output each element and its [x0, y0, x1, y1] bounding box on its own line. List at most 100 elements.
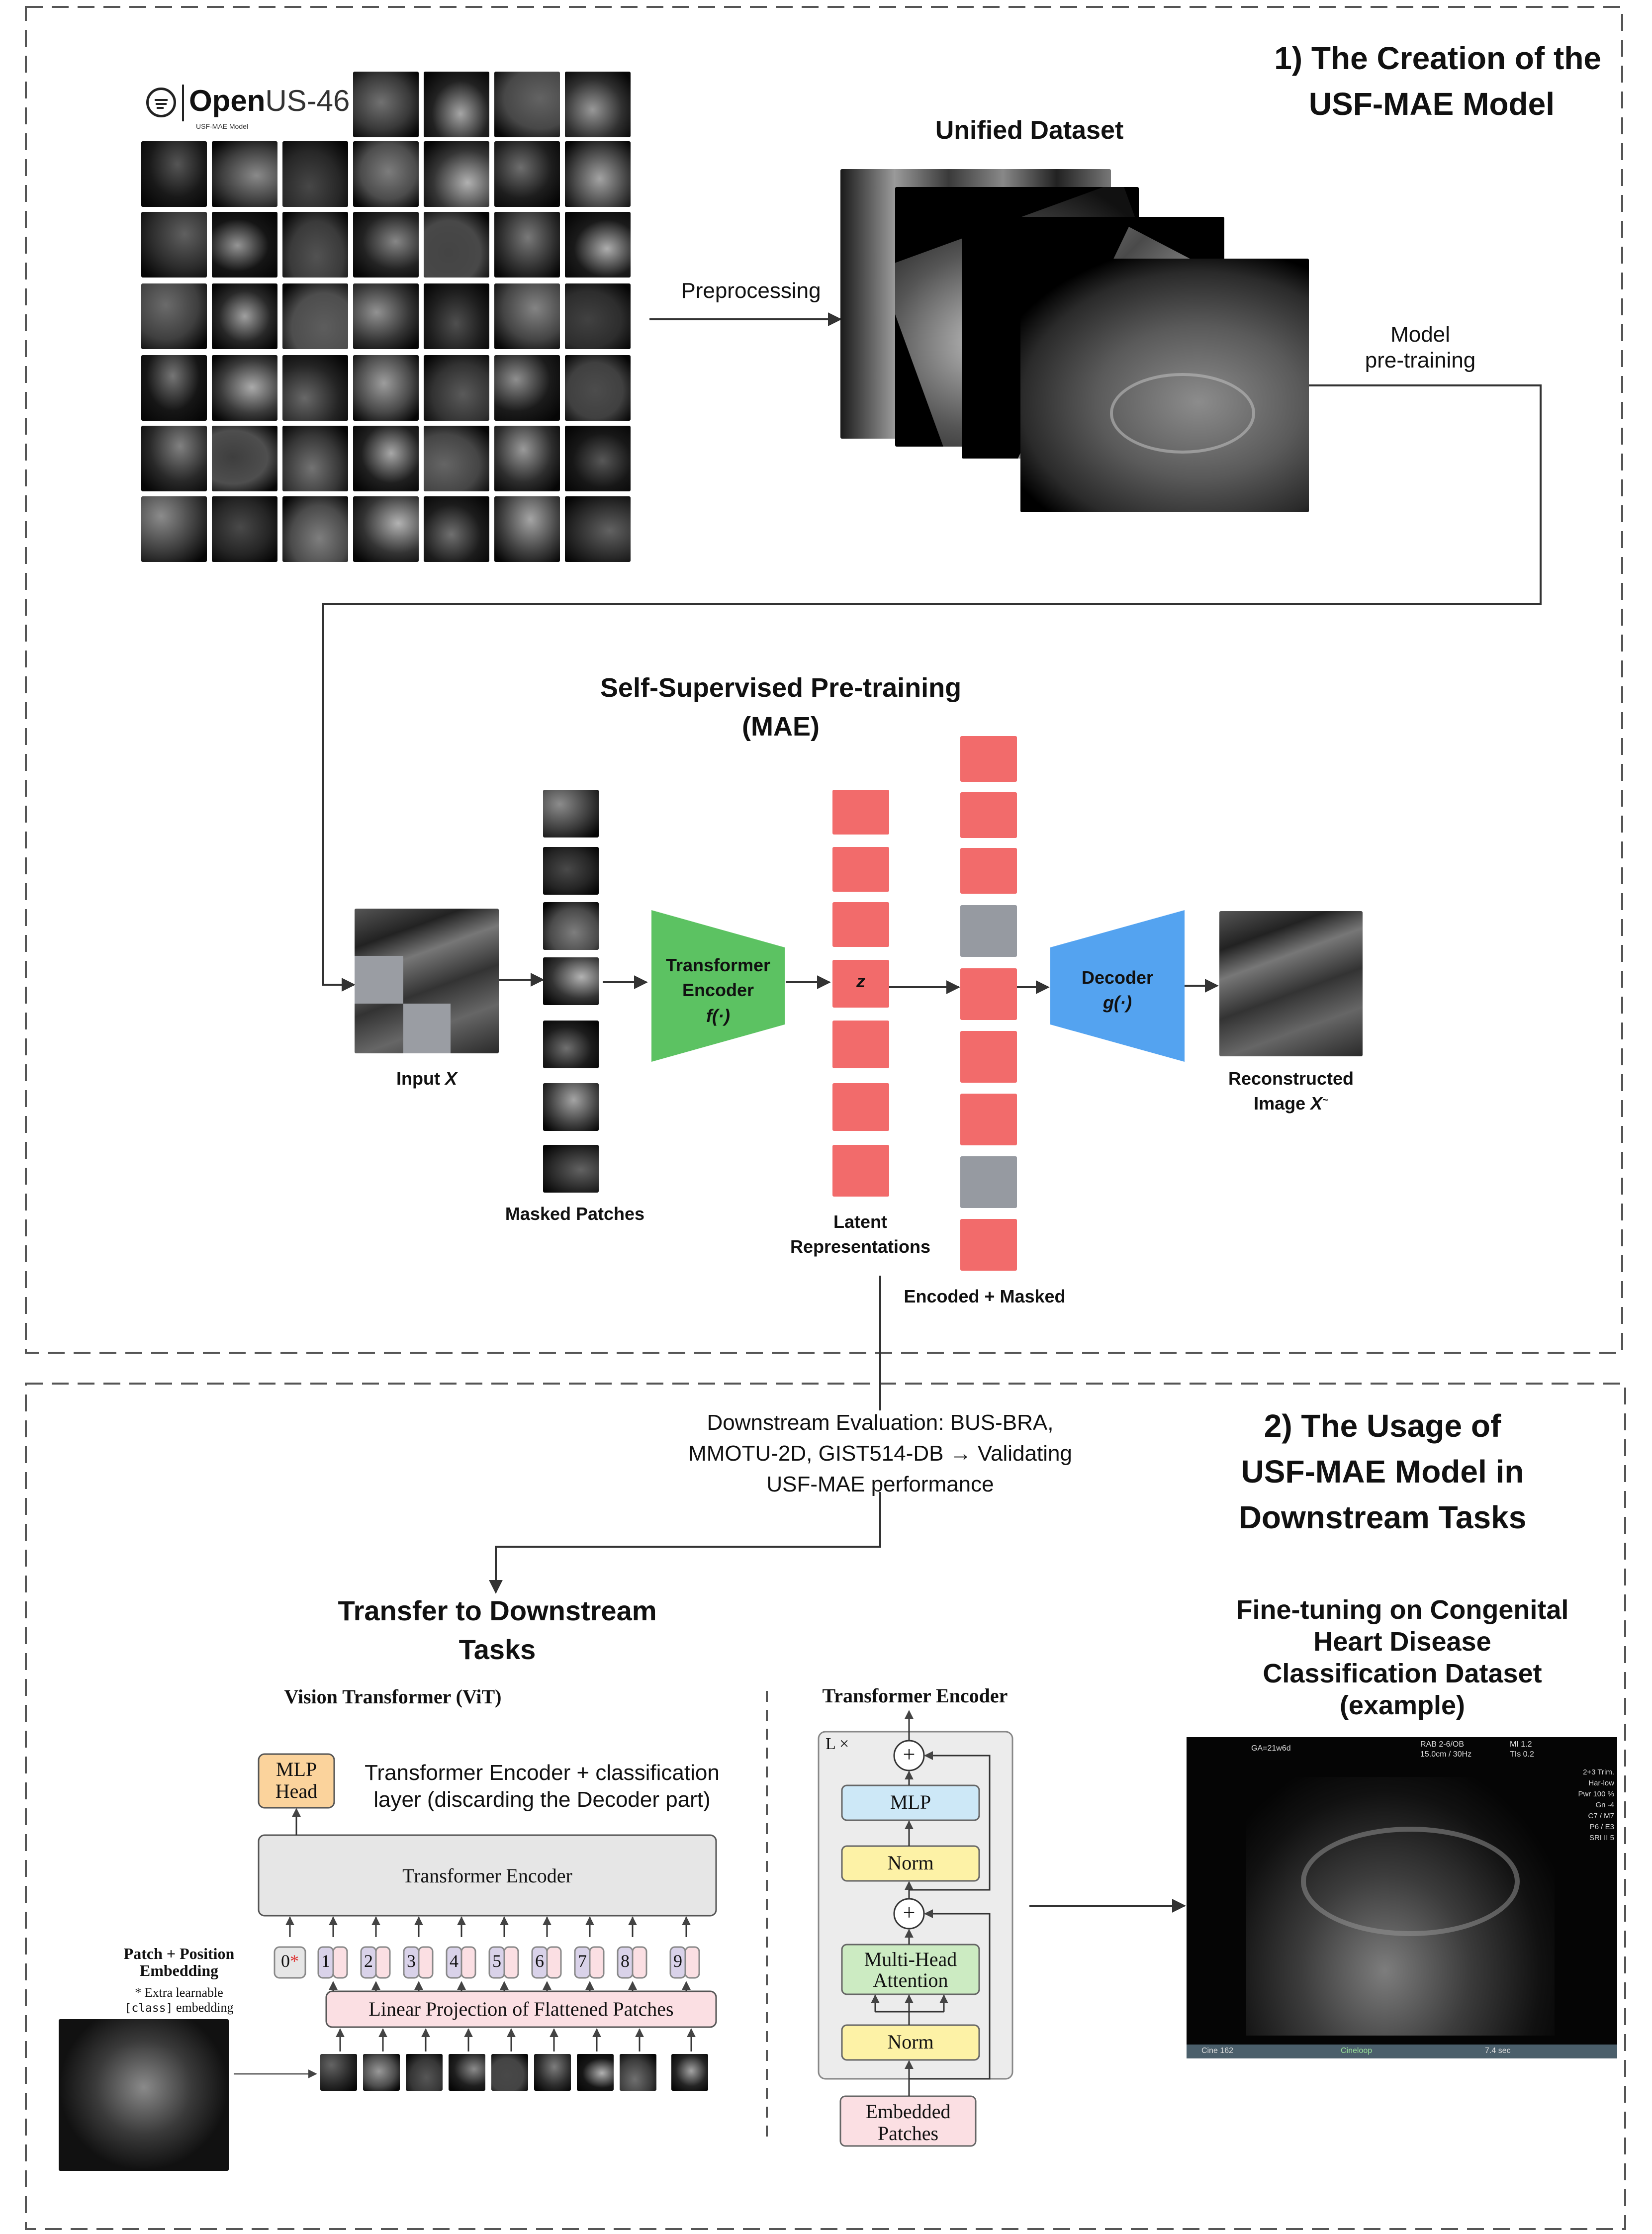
model-pretraining-label-2: pre-training: [1365, 348, 1476, 372]
us-header-mid2: 15.0cm / 30Hz: [1420, 1750, 1472, 1759]
mosaic-thumbnail: [141, 496, 207, 562]
section2-title-line1: 2) The Usage of: [1264, 1408, 1501, 1444]
us-header-left: GA=21w6d: [1251, 1744, 1291, 1753]
us-side-text: Gn -4: [1595, 1801, 1614, 1809]
mosaic-thumbnail: [212, 426, 277, 491]
vit-token-row: [274, 1946, 700, 1979]
vit-token-label: 1: [321, 1951, 330, 1971]
mosaic-thumbnail: [565, 426, 631, 491]
mosaic-thumbnail: [212, 283, 277, 349]
pretraining-connector: [322, 384, 1542, 992]
latent-column: [832, 790, 889, 1197]
mosaic-thumbnail: [424, 283, 489, 349]
vit-patch: [671, 2054, 708, 2091]
vit-token-label: 3: [407, 1951, 416, 1971]
decoder-func: g(·): [1103, 992, 1132, 1013]
vit-token-label: 9: [673, 1951, 682, 1971]
te-norm-bottom-label: Norm: [887, 2031, 934, 2053]
mosaic-thumbnail: [212, 212, 277, 278]
us-header-mid1: RAB 2-6/OB: [1420, 1740, 1465, 1749]
section1-frame: [25, 6, 1623, 1354]
latent-token: [832, 1021, 889, 1068]
mosaic-thumbnail: [353, 496, 419, 562]
mosaic-thumbnail: [353, 141, 419, 207]
recon-label-2: Image X~: [1254, 1093, 1328, 1114]
encoded-masked-column: [960, 736, 1017, 1271]
us-side-text: 2+3 Trim.: [1583, 1768, 1614, 1776]
dataset-image-4: [1020, 259, 1309, 512]
te-mha-box: [841, 1944, 980, 1995]
us-header-tis: TIs 0.2: [1510, 1750, 1534, 1759]
encoded-token: [960, 1219, 1017, 1271]
vit-patch-pos-label-1: Patch + Position: [123, 1945, 235, 1962]
vit-extra-note-1: * Extra learnable: [135, 1985, 223, 2000]
vit-note-line2: layer (discarding the Decoder part): [373, 1787, 711, 1812]
masked-patch: [543, 1083, 599, 1131]
te-plus-bottom-label: +: [903, 1900, 916, 1925]
te-mlp-label: MLP: [890, 1791, 931, 1813]
vit-patch: [491, 2054, 528, 2091]
vit-mlp-head-box: [258, 1753, 335, 1809]
us-footer-left: Cine 162: [1201, 2047, 1234, 2055]
te-norm-bottom-box: [841, 2024, 980, 2061]
transfer-title-line2: Tasks: [459, 1634, 536, 1665]
mosaic-thumbnail: [353, 426, 419, 491]
us-footer-mid: Cineloop: [1341, 2047, 1373, 2055]
mosaic-thumbnail: [353, 212, 419, 278]
vit-patch: [577, 2054, 614, 2091]
mosaic-thumbnail: [565, 72, 631, 137]
masked-patch: [543, 847, 599, 895]
mosaic-thumbnail: [141, 426, 207, 491]
section2-title-line3: Downstream Tasks: [1238, 1499, 1527, 1535]
vit-token-arrows: [285, 1916, 696, 2051]
mosaic-thumbnail: [282, 212, 348, 278]
openus-logo: OpenUS-46 USF-MAE Model: [141, 80, 355, 139]
mosaic-thumbnail: [212, 496, 277, 562]
mosaic-thumbnail: [494, 496, 560, 562]
transfer-connector: [489, 1492, 881, 1594]
te-lx-label: L ×: [826, 1735, 849, 1753]
openus-logo-icon: [146, 88, 176, 117]
vit-input-image: [59, 2019, 229, 2171]
transfer-title-line1: Transfer to Downstream: [338, 1595, 657, 1626]
us-side-text: P6 / E3: [1589, 1823, 1614, 1831]
te-norm-top-label: Norm: [887, 1852, 934, 1874]
vit-token-label: 5: [492, 1951, 501, 1971]
vit-token-label: 8: [621, 1951, 630, 1971]
decoder-label: Decoder: [1081, 967, 1154, 988]
decoder-shape: [1050, 910, 1185, 1062]
masked-patch: [543, 1145, 599, 1193]
encoded-token: [960, 968, 1017, 1020]
vit-note-line1: Transformer Encoder + classification: [365, 1761, 720, 1785]
mosaic-thumbnail: [282, 283, 348, 349]
latent-z-label: z: [856, 971, 865, 991]
section1-title-line2: USF-MAE Model: [1308, 86, 1555, 122]
latent-label-2: Representations: [790, 1236, 931, 1257]
vit-patch: [620, 2054, 656, 2091]
openus-subtitle: USF-MAE Model: [196, 122, 249, 130]
downstream-eval-line1: Downstream Evaluation: BUS-BRA,: [582, 1410, 1179, 1435]
mosaic-thumbnail: [212, 141, 277, 207]
us-side-text: SRI II 5: [1589, 1834, 1614, 1842]
model-pretraining-label-1: Model: [1390, 322, 1450, 347]
downstream-eval-line3: USF-MAE performance: [766, 1472, 994, 1496]
mosaic-thumbnail: [424, 426, 489, 491]
te-title: Transformer Encoder: [822, 1684, 1008, 1707]
unified-dataset-title: Unified Dataset: [935, 116, 1124, 145]
mosaic-thumbnail: [141, 212, 207, 278]
finetune-title-line3: Classification Dataset: [1263, 1659, 1542, 1688]
transformer-encoder-shape: [651, 910, 785, 1062]
masked-patch: [543, 902, 599, 950]
mosaic-thumbnail: [282, 355, 348, 421]
vit-transformer-encoder-box: [258, 1834, 717, 1917]
vit-patch: [406, 2054, 443, 2091]
mosaic-thumbnail: [141, 355, 207, 421]
us-side-text: Pwr 100 %: [1578, 1790, 1614, 1798]
mask-token: [960, 905, 1017, 957]
input-image: [355, 909, 499, 1053]
latent-token: [832, 1083, 889, 1131]
vit-mlp-label-2: Head: [275, 1780, 318, 1802]
mosaic-thumbnail: [494, 141, 560, 207]
latent-token: [832, 960, 889, 1008]
